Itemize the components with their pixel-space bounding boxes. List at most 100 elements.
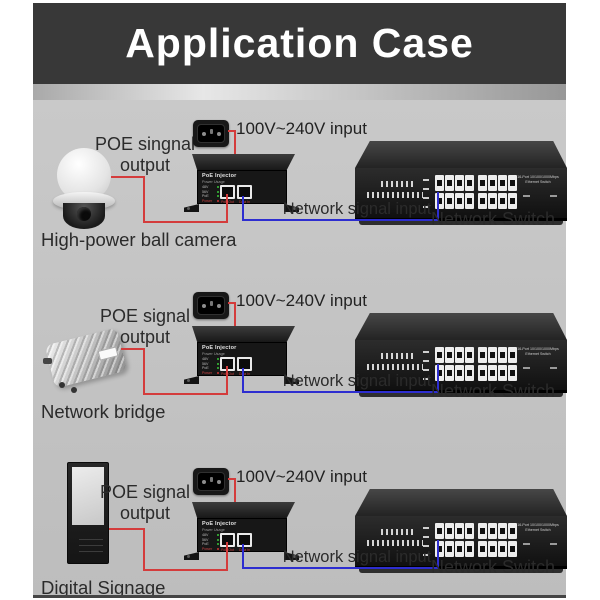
rj45-port [435, 541, 444, 557]
plug-pin [216, 303, 221, 308]
led-row: PoE [202, 542, 219, 547]
switch-top-face [355, 313, 567, 340]
network-wire-segment [242, 368, 244, 393]
rj45-port [508, 523, 517, 539]
rj45-port [435, 175, 444, 191]
data-in-port [237, 533, 252, 547]
network-wire-segment [242, 219, 439, 221]
rj45-port [455, 523, 464, 539]
led-dash-row [381, 181, 415, 187]
poe-output-line2: output [119, 155, 171, 175]
switch-top-face [355, 141, 567, 168]
indicator-dash [523, 195, 530, 197]
device-label: Digital Signage [41, 577, 166, 598]
led-row: Power [202, 547, 219, 552]
rj45-port [435, 347, 444, 363]
switch-model-line1: 16-Port 10/100/1000Mbps [517, 347, 559, 351]
poe-output-label: POE signal output [89, 306, 201, 348]
led-label: PoE [202, 194, 209, 199]
header-gradient-strip [33, 84, 566, 100]
injector-subtitle: Power Usage [202, 528, 225, 532]
power-led-label: Power [202, 546, 213, 551]
switch-base [359, 221, 563, 225]
rj45-port [445, 541, 454, 557]
led-dash-row [367, 364, 423, 370]
bridge-connector [71, 387, 77, 393]
led-dash-row [381, 353, 415, 359]
poe-wire-segment [143, 221, 228, 223]
led-label: 48V [202, 357, 209, 362]
switch-port-block [435, 347, 521, 381]
rj45-port [465, 541, 474, 557]
network-wire-segment [437, 540, 439, 569]
switch-led-block [367, 529, 429, 551]
switch-top-face [355, 489, 567, 516]
led-dash-row [381, 529, 415, 535]
indicator-dash [550, 195, 557, 197]
led-row: PoE [202, 366, 219, 371]
switch-base [359, 569, 563, 573]
network-wire-segment [242, 567, 439, 569]
mounting-ear [284, 204, 299, 212]
rj45-port [498, 365, 507, 381]
signage-vents [79, 535, 103, 552]
switch-led-column [423, 526, 429, 556]
switch-port-block [435, 523, 521, 557]
switch-led-block [367, 353, 429, 375]
power-wire-segment [228, 302, 236, 304]
poe-output-line1: POE singnal [94, 134, 196, 154]
poe-wire-segment [143, 348, 145, 395]
network-wire-segment [242, 196, 244, 221]
switch-base [359, 393, 563, 397]
led-label: PoE [202, 542, 209, 547]
plug-pin [216, 131, 221, 136]
rj45-port [478, 193, 487, 209]
injector-top-face [192, 154, 295, 170]
poe-wire-segment [111, 176, 145, 178]
switch-model-line2: Ethernet Switch [525, 351, 551, 356]
rj45-port [508, 175, 517, 191]
power-input-label: 100V~240V input [236, 291, 367, 310]
rj45-port [488, 541, 497, 557]
rj45-port [488, 523, 497, 539]
rj45-port [488, 347, 497, 363]
led-label: 48V [202, 533, 209, 538]
plug-pin [209, 129, 213, 134]
led-row: 56V [202, 190, 219, 195]
section-divider [33, 595, 566, 598]
poe-wire-segment [226, 194, 228, 223]
digital-signage-image [67, 462, 109, 564]
plug-pin [209, 477, 213, 482]
led-row: 56V [202, 362, 219, 367]
power-wire-segment [234, 302, 236, 332]
network-wire-segment [437, 364, 439, 393]
rj45-port [498, 175, 507, 191]
poe-wire-segment [143, 176, 145, 223]
led-row: 48V [202, 185, 219, 190]
network-bridge-image [43, 326, 131, 396]
mounting-ear [184, 552, 199, 560]
poe-wire-segment [121, 348, 145, 350]
poe-output-label: POE signal output [89, 482, 201, 524]
rj45-port [498, 193, 507, 209]
rj45-port [455, 365, 464, 381]
device-label: High-power ball camera [41, 229, 237, 250]
injector-front-panel: PoE Injector Power Usage 48V 56V PoE Pow… [197, 342, 287, 376]
switch-led-block [367, 181, 429, 203]
mounting-ear [184, 376, 199, 384]
rj45-port [465, 347, 474, 363]
red-led-icon [217, 371, 219, 374]
led-label: 56V [202, 537, 209, 542]
injector-subtitle: Power Usage [202, 180, 225, 184]
switch-led-column [423, 350, 429, 380]
led-row: Power [202, 371, 219, 376]
green-led-icon [217, 367, 219, 370]
plug-pin [201, 131, 206, 136]
plug-pin [209, 301, 213, 306]
